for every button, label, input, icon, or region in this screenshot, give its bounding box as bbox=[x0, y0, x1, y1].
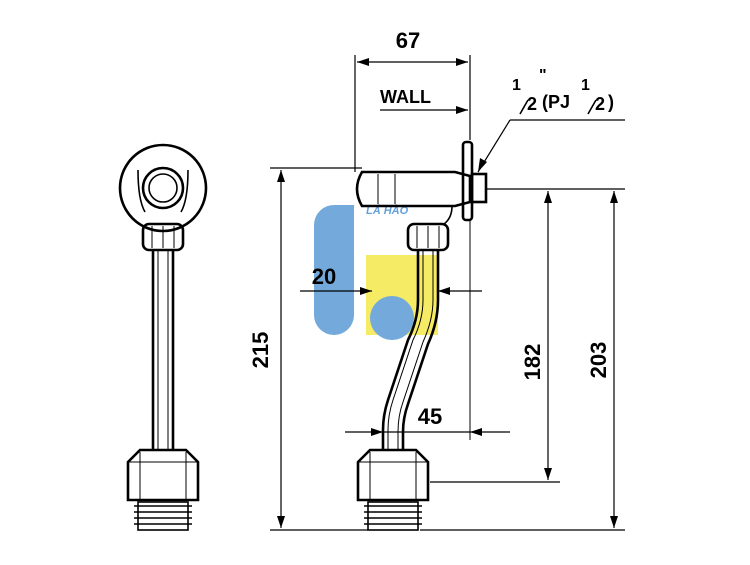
valve-connector bbox=[470, 172, 488, 204]
thread-spec-inch-mark: " bbox=[539, 67, 547, 84]
thread-spec-close: ) bbox=[608, 92, 614, 112]
dim-outer-height-label: 203 bbox=[586, 342, 611, 379]
dim-pipe-gap-label: 20 bbox=[312, 264, 336, 289]
thread-spec-num-1: 1 bbox=[512, 77, 521, 94]
side-view bbox=[355, 140, 488, 531]
dim-total-height-label: 215 bbox=[248, 332, 273, 369]
wall-label: WALL bbox=[380, 87, 431, 107]
side-bent-pipe bbox=[381, 250, 440, 450]
dim-inner-height-label: 182 bbox=[520, 344, 545, 381]
front-flange-circle bbox=[118, 143, 208, 233]
dim-top-width-label: 67 bbox=[396, 28, 420, 53]
front-view bbox=[118, 143, 208, 531]
valve-body bbox=[355, 170, 472, 208]
dim-pipe-gap: 20 bbox=[300, 264, 482, 295]
thread-spec-num-2: 1 bbox=[581, 77, 590, 94]
thread-spec-middle: (PJ bbox=[542, 92, 570, 112]
side-hex-nut bbox=[406, 222, 450, 252]
dim-outer-height: 203 bbox=[420, 191, 625, 531]
front-coupling bbox=[126, 448, 200, 502]
thread-spec-den-2: 2 bbox=[595, 94, 605, 114]
dim-offset: 45 bbox=[345, 220, 510, 440]
dim-wall: WALL bbox=[380, 87, 468, 114]
dim-total-height: 215 bbox=[248, 167, 368, 531]
thread-spec-den-1: 2 bbox=[527, 94, 537, 114]
side-thread bbox=[364, 501, 422, 531]
front-thread bbox=[134, 501, 192, 531]
watermark-blue-circle bbox=[370, 296, 414, 340]
dim-offset-label: 45 bbox=[418, 404, 442, 429]
dim-inner-height: 182 bbox=[430, 188, 625, 483]
dim-top-width: 67 bbox=[354, 28, 471, 172]
front-hex-nut bbox=[141, 222, 185, 252]
side-coupling bbox=[356, 448, 430, 502]
thread-spec-callout: 1 2 " (PJ 1 2 ) bbox=[477, 67, 625, 173]
watermark-logo: LÁ HÀO bbox=[314, 204, 438, 340]
